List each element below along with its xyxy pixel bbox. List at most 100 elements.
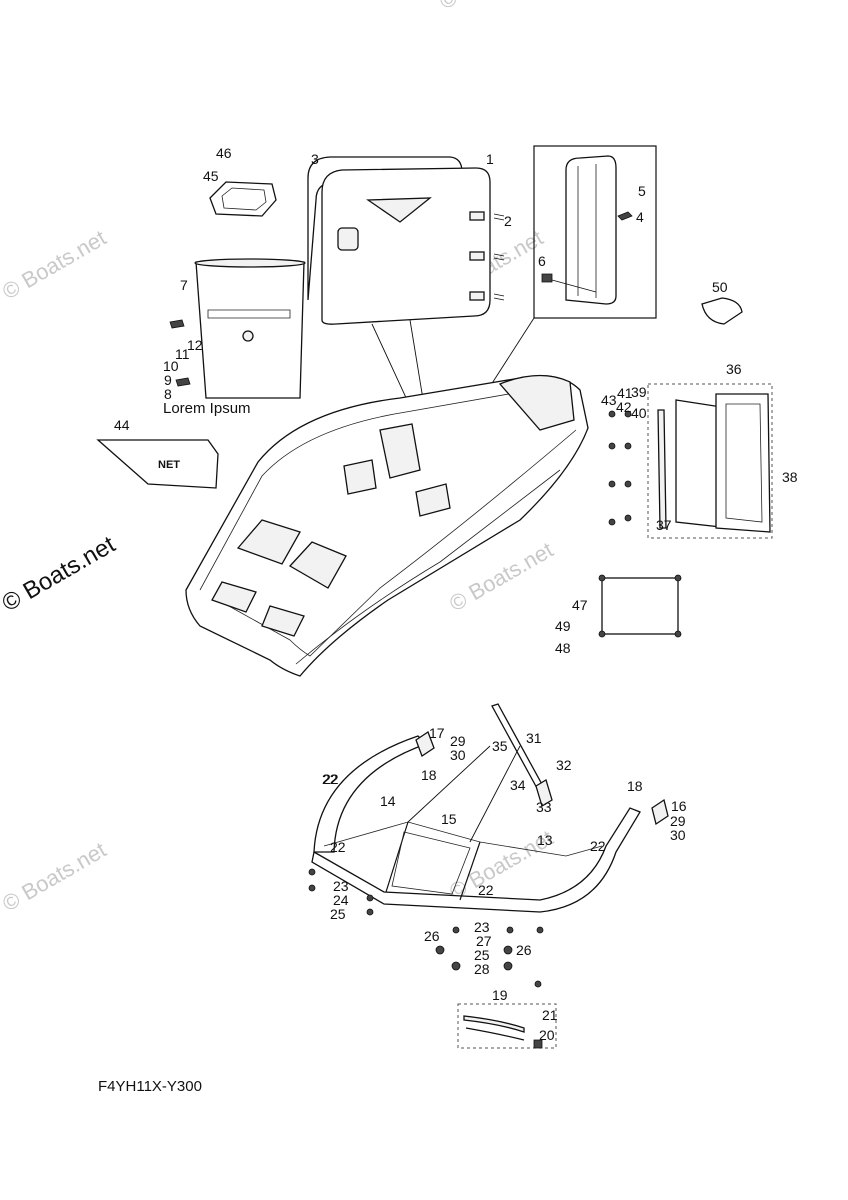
washer <box>366 908 374 916</box>
hull-outline <box>185 375 589 677</box>
seat <box>288 541 347 589</box>
part-label: 4 <box>636 209 644 225</box>
mirror-part-50 <box>701 297 743 325</box>
part-label: 10 <box>163 358 179 374</box>
screw <box>506 926 514 934</box>
console <box>379 423 421 479</box>
part-number-labels: 1 2 3 4 5 6 7 8 9 10 11 12 13 14 15 16 1… <box>114 145 798 1043</box>
cup-holder <box>209 181 277 217</box>
net-shape <box>96 439 219 489</box>
part-label: 30 <box>670 827 686 843</box>
caption-text: Lorem Ipsum <box>163 400 251 417</box>
net-label: NET <box>158 459 180 471</box>
part-label: 40 <box>631 405 647 421</box>
drain-cap <box>242 330 254 342</box>
storage-bin-part-7 <box>169 258 306 399</box>
part-label: 1 <box>486 151 494 167</box>
part-label: 9 <box>164 372 172 388</box>
hatch-handle <box>366 197 432 223</box>
part-label: 12 <box>187 337 203 353</box>
part-label: 22 <box>330 839 346 855</box>
screw <box>536 926 544 934</box>
glass-dividers <box>385 821 481 901</box>
part-label: 38 <box>782 469 798 485</box>
part-label: 11 <box>175 346 190 362</box>
bracket-part-17 <box>415 731 435 757</box>
part-label: 31 <box>526 730 542 746</box>
bin-rim <box>194 258 306 268</box>
part-label: 32 <box>556 757 572 773</box>
windshield-assembly <box>311 703 669 913</box>
part-label: 30 <box>450 747 466 763</box>
part-label: 28 <box>474 961 490 977</box>
part-label: 19 <box>492 987 508 1003</box>
part-label: 50 <box>712 279 728 295</box>
part-label: 29 <box>450 733 466 749</box>
part-label: 5 <box>638 183 646 199</box>
part-label: 24 <box>333 892 349 908</box>
diagram-code: F4YH11X-Y300 <box>98 1078 202 1095</box>
nut <box>624 410 632 418</box>
part-label: 26 <box>424 928 440 944</box>
part-label: 35 <box>492 738 508 754</box>
hinge <box>469 211 485 221</box>
part-label: 48 <box>555 640 571 656</box>
corner <box>674 574 682 582</box>
part-label: 13 <box>537 832 553 848</box>
trim-box <box>457 1003 557 1049</box>
watermark: © Boats.net <box>0 837 110 916</box>
part-label: 26 <box>516 942 532 958</box>
windshield-left-frame <box>313 735 428 853</box>
screw <box>493 253 505 261</box>
washer <box>608 410 616 418</box>
part-label: 7 <box>180 277 188 293</box>
part-label: 23 <box>474 919 490 935</box>
part-label: 15 <box>441 811 457 827</box>
part-label: 41 <box>617 385 633 401</box>
bracket-part-16 <box>651 798 669 826</box>
cup-holder-inner <box>221 187 267 211</box>
glass-top <box>323 821 603 857</box>
grommet <box>435 945 445 955</box>
part-label: 21 <box>542 1007 558 1023</box>
seat <box>236 519 301 565</box>
leader <box>551 279 597 293</box>
windshield-hardware <box>308 868 544 988</box>
detail-box <box>533 145 657 319</box>
watermark: © Boats.net <box>0 531 120 617</box>
part-label: 22 <box>590 838 606 854</box>
corner <box>598 574 606 582</box>
strake <box>295 469 561 665</box>
part-label: 18 <box>627 778 643 794</box>
bolt <box>175 377 191 387</box>
part-label: 34 <box>510 777 526 793</box>
part-label: 20 <box>539 1027 555 1043</box>
bow-seat <box>498 374 575 431</box>
bin-body <box>195 261 305 399</box>
door-edge-lines <box>577 164 597 298</box>
hinge <box>469 291 485 301</box>
corner <box>674 630 682 638</box>
screw <box>308 868 316 876</box>
washer <box>608 518 616 526</box>
boat-hull <box>185 374 589 677</box>
watermark: © Boats.net <box>0 225 110 304</box>
part-label: 39 <box>631 384 647 400</box>
passenger-seat <box>415 483 451 517</box>
trim-strip-part-19 <box>463 1015 525 1033</box>
screw <box>493 213 505 221</box>
helm-seat <box>343 459 377 495</box>
part-label: 22 <box>323 771 339 787</box>
part-label: 43 <box>601 392 617 408</box>
door-edge <box>565 155 617 305</box>
washer <box>308 884 316 892</box>
support-leaders <box>407 745 521 843</box>
stern-panel <box>261 605 305 637</box>
cup-holder-part-45 <box>209 181 277 217</box>
part-label: 33 <box>536 799 552 815</box>
part-label: 25 <box>330 906 346 922</box>
part-label: 14 <box>380 793 396 809</box>
clip-part-20 <box>533 1039 543 1049</box>
part-label: 22 <box>478 882 494 898</box>
part-label: 23 <box>333 878 349 894</box>
